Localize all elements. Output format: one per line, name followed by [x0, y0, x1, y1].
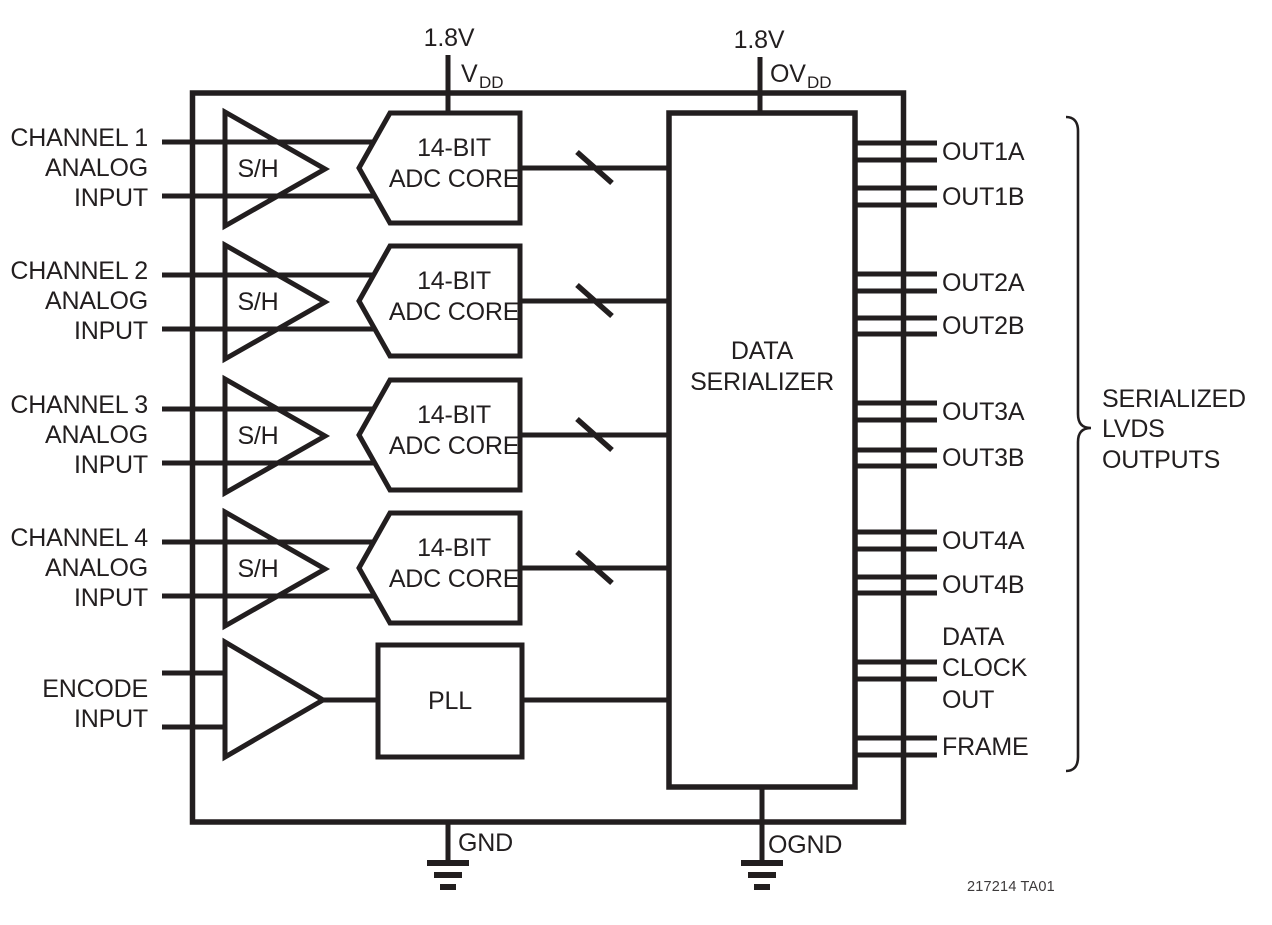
serializer-label-line1: DATA [731, 337, 794, 365]
brace-label-line1: SERIALIZED [1102, 385, 1246, 413]
ch2-label-line2: ANALOG [45, 287, 148, 315]
ch1-label-line1: CHANNEL 1 [10, 124, 148, 152]
ch4-sh-amp-triangle [222, 507, 331, 631]
vdd-pin-label: V [461, 60, 478, 88]
ch2-sh-label: S/H [237, 288, 278, 316]
chip-boundary [189, 90, 907, 825]
pin-label-data-clock-line1: DATA [942, 623, 1005, 651]
ch1-adc-label-line2: ADC CORE [389, 165, 519, 193]
ch2-adc-core-block [356, 243, 523, 359]
serializer-label-line2: SERIALIZER [690, 368, 834, 396]
brace-label-line2: LVDS [1102, 415, 1165, 443]
ch3-label-line1: CHANNEL 3 [10, 391, 148, 419]
pin-label-out2b: OUT2B [942, 312, 1024, 340]
ognd-symbol [741, 787, 783, 890]
ch4-adc-label-line1: 14-BIT [417, 534, 491, 562]
ch2-adc-label-line2: ADC CORE [389, 298, 519, 326]
pin-label-frame: FRAME [942, 733, 1029, 761]
ovdd-voltage-label: 1.8V [734, 26, 785, 54]
channel-3-wires [162, 406, 669, 466]
pin-label-out3b: OUT3B [942, 444, 1024, 472]
ovdd-pin-label: OV [770, 60, 806, 88]
pin-label-out3a: OUT3A [942, 398, 1025, 426]
ch2-label-line3: INPUT [74, 317, 148, 345]
channel-4-wires [162, 539, 669, 599]
encode-label-line2: INPUT [74, 705, 148, 733]
ch4-adc-label-line2: ADC CORE [389, 565, 519, 593]
ch1-label-line3: INPUT [74, 184, 148, 212]
ch4-adc-core-block [356, 510, 523, 626]
pin-label-data-clock-line3: OUT [942, 686, 994, 714]
encode-buffer-triangle [222, 637, 328, 762]
pin-label-data-clock-line2: CLOCK [942, 654, 1028, 682]
ch3-label-line3: INPUT [74, 451, 148, 479]
data-serializer-block [666, 110, 858, 790]
ch3-sh-amp-triangle [222, 374, 331, 498]
outputs-group-brace [1065, 115, 1092, 773]
ch3-adc-core-block [356, 377, 523, 493]
channel-2-wires [162, 272, 669, 332]
pin-label-out2a: OUT2A [942, 269, 1025, 297]
brace-label-line3: OUTPUTS [1102, 446, 1220, 474]
ch1-adc-label-line1: 14-BIT [417, 134, 491, 162]
gnd-symbol [427, 822, 469, 890]
ch1-bus-slash [575, 149, 614, 186]
ch2-sh-amp-triangle [222, 240, 331, 364]
ch2-adc-label-line1: 14-BIT [417, 267, 491, 295]
ch4-label-line2: ANALOG [45, 554, 148, 582]
ch3-label-line2: ANALOG [45, 421, 148, 449]
gnd-label: GND [458, 829, 513, 857]
figure-tag: 217214 TA01 [967, 879, 1055, 895]
ch3-adc-label-line2: ADC CORE [389, 432, 519, 460]
ognd-label: OGND [768, 831, 842, 859]
ch4-bus-slash [575, 549, 614, 586]
ch3-adc-label-line1: 14-BIT [417, 401, 491, 429]
pll-label: PLL [428, 687, 472, 715]
pin-label-out4b: OUT4B [942, 571, 1024, 599]
ch4-label-line1: CHANNEL 4 [10, 524, 148, 552]
pin-label-out1b: OUT1B [942, 183, 1024, 211]
ch1-adc-core-block [356, 110, 523, 226]
ch2-label-line1: CHANNEL 2 [10, 257, 148, 285]
ch1-sh-label: S/H [237, 155, 278, 183]
vdd-voltage-label: 1.8V [424, 24, 475, 52]
ch1-sh-amp-triangle [222, 107, 331, 231]
vdd-pin-label-subscript: DD [479, 73, 504, 92]
ovdd-pin-label-subscript: DD [807, 73, 832, 92]
pin-label-out4a: OUT4A [942, 527, 1025, 555]
channel-1-wires [162, 139, 669, 199]
pll-block [375, 642, 525, 760]
encode-label-line1: ENCODE [42, 675, 148, 703]
ch4-label-line3: INPUT [74, 584, 148, 612]
ch4-sh-label: S/H [237, 555, 278, 583]
ch3-sh-label: S/H [237, 422, 278, 450]
ch3-bus-slash [575, 416, 614, 453]
encode-pll-wires [162, 670, 669, 730]
ch2-bus-slash [575, 282, 614, 319]
lvds-output-wires [855, 140, 937, 758]
pin-label-out1a: OUT1A [942, 138, 1025, 166]
ch1-label-line2: ANALOG [45, 154, 148, 182]
